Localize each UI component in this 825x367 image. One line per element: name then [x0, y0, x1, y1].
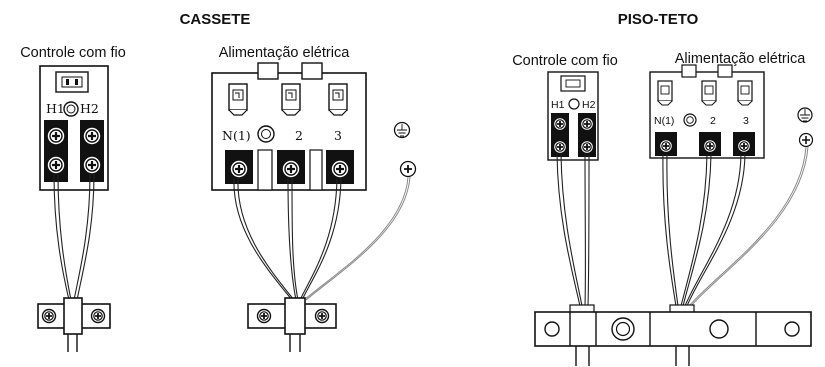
terminal-screw-icon [552, 139, 568, 155]
cassete-h1-label: H1 [46, 101, 65, 116]
terminal-screw-icon [579, 116, 595, 132]
cassete-control-label: Controle com fio [20, 45, 126, 61]
piso-teto-control-terminal-block: H1 H2 [547, 71, 599, 161]
terminal-screw-icon [81, 154, 103, 176]
terminal-screw-icon [552, 116, 568, 132]
terminal-screw-icon [81, 125, 103, 147]
cable-clamp-icon [247, 297, 337, 352]
piso-teto-h2-label: H2 [582, 99, 596, 111]
connector-plug-icon [560, 75, 586, 92]
terminal-screw-icon [579, 139, 595, 155]
terminal-screw-icon [658, 138, 674, 154]
cassete-power-label: Alimentação elétrica [219, 45, 350, 61]
terminal-screw-icon [702, 138, 718, 154]
cassete-h2-label: H2 [80, 101, 99, 116]
ground-screw-icon [399, 160, 417, 178]
terminal-screw-icon [736, 138, 752, 154]
terminal-screw-icon [280, 158, 302, 180]
piso-teto-title: PISO-TETO [618, 11, 699, 28]
piso-teto-t3-label: 3 [743, 115, 749, 127]
terminal-screw-icon [45, 125, 67, 147]
cassete-t3-label: 3 [334, 128, 342, 143]
cassete-title: CASSETE [180, 11, 251, 28]
terminal-screw-icon [45, 154, 67, 176]
cassete-n1-label: N(1) [222, 128, 251, 143]
cable-clamp-icon [37, 297, 111, 352]
piso-teto-h1-label: H1 [551, 99, 565, 111]
cassete-control-terminal-block: H1 H2 [39, 65, 109, 191]
piso-teto-control-label: Controle com fio [512, 53, 618, 69]
piso-teto-n1-label: N(1) [654, 115, 674, 127]
ground-icon [393, 121, 411, 139]
piso-teto-t2-label: 2 [710, 115, 716, 127]
piso-teto-power-terminal-block: N(1) 2 3 [649, 64, 765, 159]
cable-clamp-icon [534, 304, 812, 366]
ground-icon [797, 107, 813, 123]
cassete-t2-label: 2 [295, 128, 303, 143]
connector-plug-icon [55, 71, 89, 93]
piso-teto-power-label: Alimentação elétrica [675, 51, 806, 67]
terminal-screw-icon [228, 158, 250, 180]
ground-screw-icon [798, 132, 814, 148]
cassete-power-terminal-block: N(1) 2 3 [211, 62, 367, 191]
terminal-screw-icon [329, 158, 351, 180]
